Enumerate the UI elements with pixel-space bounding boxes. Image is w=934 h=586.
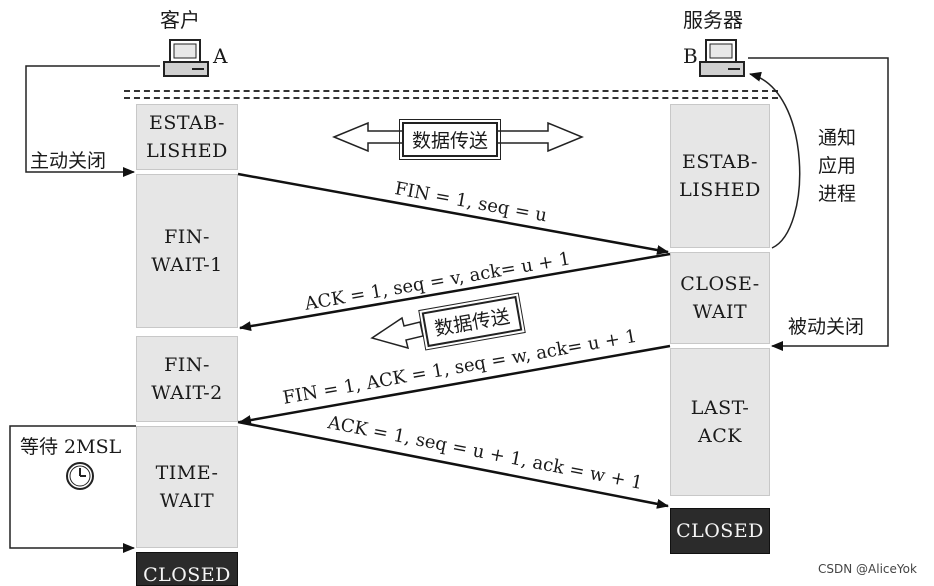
wait-2msl-label: 等待 2MSL [20, 436, 122, 458]
server-state-closed: CLOSED [670, 508, 770, 554]
client-state-fin-wait-2: FIN-WAIT-2 [136, 336, 238, 422]
watermark: CSDN @AliceYok [818, 562, 917, 576]
clock-icon [66, 462, 94, 490]
server-computer-icon [699, 39, 745, 77]
client-state-established: ESTAB-LISHED [136, 104, 238, 170]
data-transfer-box-1: 数据传送 [398, 119, 502, 160]
network-line [124, 90, 778, 92]
client-state-time-wait: TIME-WAIT [136, 426, 238, 548]
notify-app-label: 通知 应用 进程 [818, 127, 857, 205]
client-state-closed: CLOSED [136, 552, 238, 586]
server-title: 服务器 [683, 8, 743, 32]
client-tag: A [213, 44, 228, 68]
server-state-last-ack: LAST-ACK [670, 348, 770, 496]
passive-close-label: 被动关闭 [788, 316, 865, 338]
client-state-fin-wait-1: FIN-WAIT-1 [136, 174, 238, 328]
server-state-established: ESTAB-LISHED [670, 104, 770, 248]
active-close-label: 主动关闭 [30, 150, 107, 172]
client-title: 客户 [160, 8, 200, 32]
server-state-close-wait: CLOSE-WAIT [670, 252, 770, 344]
network-line-2 [124, 97, 778, 99]
server-tag: B [683, 44, 698, 68]
client-computer-icon [163, 39, 209, 77]
